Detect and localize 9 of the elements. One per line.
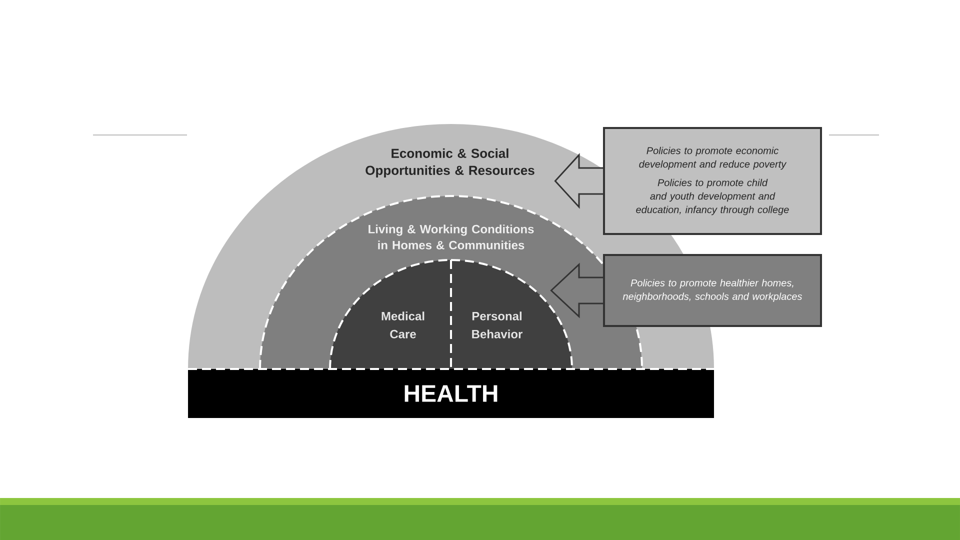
health-bar: HEALTH — [188, 368, 714, 418]
block-arrow — [550, 262, 604, 318]
band-label: Living & Working Conditions in Homes & Communities — [368, 224, 534, 250]
block-arrow — [554, 153, 604, 209]
segment-label: Personal Behavior — [472, 312, 522, 338]
band-label: Economic & Social Opportunities & Resources — [366, 148, 534, 178]
policy-box: Policies to promote healthier homes, neighborhoods, schools and workplaces — [603, 254, 822, 327]
segment-label: Medical Care — [382, 312, 424, 338]
policy-box: Policies to promote economic development and reduce poverty Policies to promote child and youth development and education, infancy through college — [603, 127, 822, 235]
